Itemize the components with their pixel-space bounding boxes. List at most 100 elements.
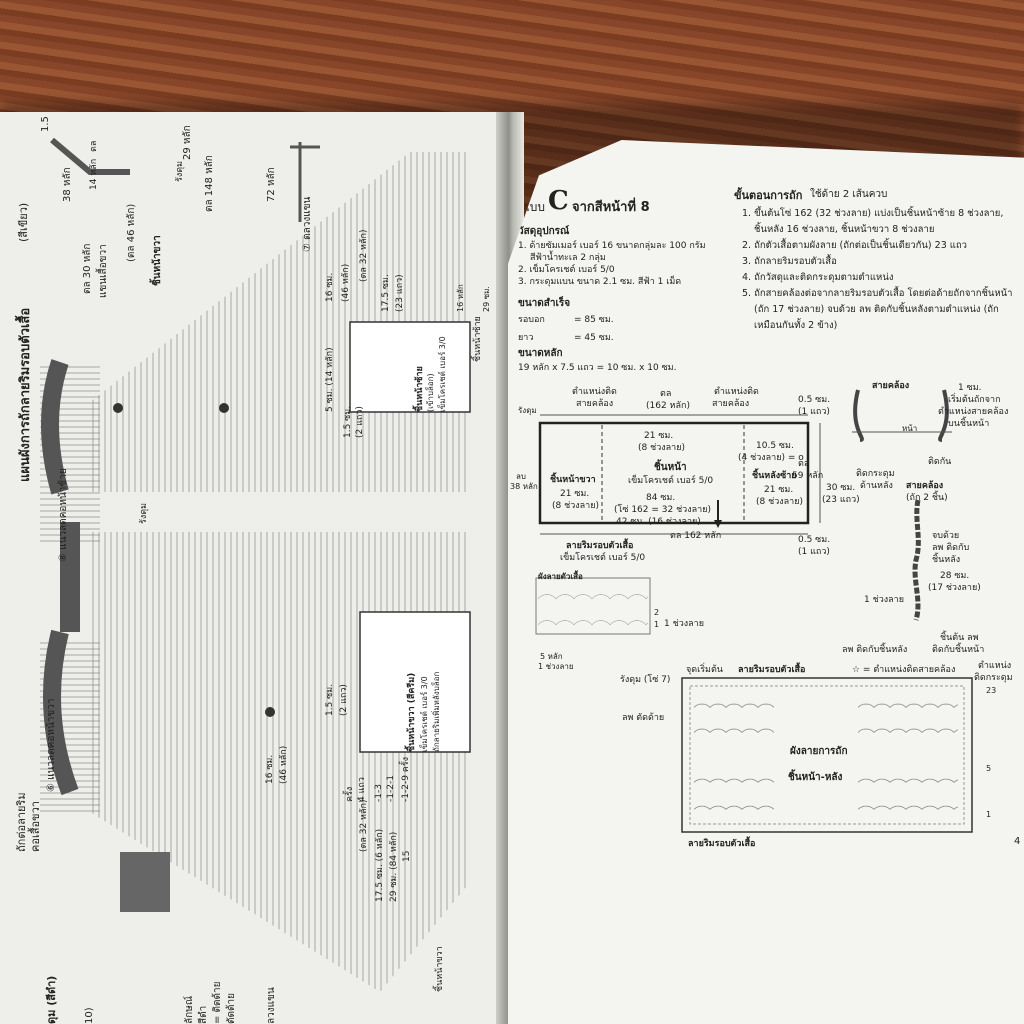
strap-loop-right: [938, 389, 949, 442]
bottom-left-e: = ติดด้าย: [212, 981, 223, 1024]
lower-panel-line2: ถักลายริมเพิ่มหลังบล็อก: [432, 671, 441, 752]
inset-dim-15: 1.5: [40, 116, 51, 132]
schem-h1: 30 ซม.: [826, 483, 856, 493]
strap-title-1: สายคล้อง: [872, 381, 910, 391]
upper-panel-box: [349, 321, 471, 413]
lower-panel-m9: -1-3: [374, 784, 384, 802]
lower-panel-m10: -1-2-1: [386, 775, 396, 802]
swatch-row1: 1: [654, 620, 660, 629]
chart-row5: 5: [986, 764, 992, 773]
schem-h2: (23 แถว): [822, 495, 860, 505]
schem-dim-bot-2: (1 แถว): [798, 547, 830, 557]
strap-front: หน้า: [902, 424, 918, 433]
lower-panel-m6: 17.5 ซม. (6 หลัก): [375, 828, 385, 902]
inset-label-148: ตล 148 หลัก: [204, 155, 215, 212]
lower-panel-m8: 15: [402, 850, 412, 862]
header-rest: จากสีหน้าที่ 8: [572, 200, 650, 215]
schem-bl2: (8 ช่วงลาย): [756, 497, 804, 507]
schem-back-left: ชิ้นหลังซ้าย: [752, 471, 797, 481]
schem-ta-top-2: (162 หลัก): [646, 401, 690, 411]
left-page-title: แผนผังการถักลายริมรอบตัวเสื้อ: [18, 307, 33, 482]
inset-label-29: 29 หลัก: [182, 125, 193, 160]
front-right-label: ชิ้นหน้าขวา: [435, 946, 445, 992]
schematic-lines: [535, 389, 973, 833]
schem-strap-left-1: ตำแหน่งติด: [572, 387, 617, 397]
schem-c4: (4 ช่วงลาย) = o: [738, 453, 804, 463]
strap-s2: ลพ ติดกับ: [932, 543, 970, 553]
schem-rf1: 21 ซม.: [560, 489, 590, 499]
upper-panel-m1: 5 ซม. (14 หลัก): [325, 347, 335, 412]
upper-panel-m9: 16 หลัก: [456, 284, 465, 312]
size-title: ขนาดสำเร็จ: [518, 298, 571, 309]
left-page-outlines: [41, 137, 471, 912]
lower-panel-m5: (ตล 32 หลัก): [359, 799, 369, 852]
swatch-title: ผังลายตัวเสื้อ: [538, 572, 583, 581]
step-4: 4. ถักวัสดุและติดกระดุมตามตำแหน่ง: [742, 272, 894, 283]
swatch-left2: 1 ช่วงลาย: [538, 662, 574, 671]
neck-band-left-label: ⑧ แนวลดคอหน้าซ้าย: [58, 468, 69, 562]
strap-s8: ติดกับชิ้นหน้า: [932, 645, 985, 655]
steps-title: ขั้นตอนการถัก: [734, 189, 803, 202]
buttonhole-label: รังดุม: [139, 502, 149, 524]
bottom-left-c: ลักษณ์: [184, 995, 195, 1024]
strap-title-2-sub: (ถัก 2 ชิ้น): [906, 493, 948, 503]
step-1b: ชิ้นหลัง 16 ช่วงลาย, ชิ้นหน้าขวา 8 ช่วงล…: [754, 224, 935, 235]
step-5c: เหมือนกันทั้ง 2 ข้าง): [754, 320, 838, 331]
strap-attach: ติดกัน: [928, 457, 952, 467]
strap-btn-1: ติดกระดุม: [856, 469, 895, 479]
button-swatch: [120, 852, 170, 912]
lower-panel-m11: -1-2-9 ครั้ง: [401, 756, 411, 802]
schem-w2: (โซ่ 162 = 32 ช่วงลาย): [614, 505, 711, 515]
step-5b: (ถัก 17 ช่วงลาย) จบด้วย ลพ ติดกับชิ้นหลั…: [754, 304, 999, 315]
strap-s5: (17 ช่วงลาย): [928, 583, 981, 593]
schem-left-2: 38 หลัก: [510, 482, 538, 491]
upper-panel-line1: เข็มโครเชต์ เบอร์ 3/0: [438, 336, 447, 412]
inset-front-right: ชิ้นหน้าขวา: [152, 235, 163, 286]
upper-panel-m3: (2 แถว): [355, 406, 365, 438]
chart-row1: 1: [986, 810, 992, 819]
schem-edge-sub: เข็มโครเชต์ เบอร์ 5/0: [560, 553, 646, 563]
size-value-1: = 45 ซม.: [574, 333, 614, 343]
upper-panel-m5: (46 หลัก): [341, 263, 351, 302]
chart-row23: 23: [986, 686, 997, 695]
lower-panel-m2: (46 หลัก): [279, 745, 289, 784]
neck-band-right-shape: [43, 629, 79, 796]
chart-title: ผังลายการถัก: [790, 746, 848, 757]
schem-dim-bot-1: 0.5 ซม.: [798, 535, 831, 545]
chart-lp: ลพ ตัดด้าย: [622, 713, 665, 723]
schem-bl1: 21 ซม.: [764, 485, 794, 495]
lower-panel-m4: (2 แถว): [339, 684, 349, 716]
bottom-left-d: สีดำ: [198, 1005, 209, 1024]
schem-strap-left-2: สายคล้อง: [576, 399, 614, 409]
schem-buttonhole: รังดุม: [518, 406, 537, 415]
strap-n2: เริ่มต้นถักจาก: [948, 395, 1001, 405]
chart-pattern-tr: [858, 690, 958, 740]
strap-chain: [912, 499, 921, 621]
schem-edge: ลายริมรอบตัวเสื้อ: [566, 541, 634, 551]
chart-btn-2: ติดกระดุม: [974, 673, 1013, 683]
left-page: แผนผังการถักลายริมรอบตัวเสื้อ (สีเขียว) …: [0, 112, 520, 1024]
strap-n1: 1 ซม.: [958, 383, 982, 393]
chart-edge-bottom: ลายริมรอบตัวเสื้อ: [688, 839, 756, 849]
strap-s1: จบด้วย: [932, 531, 960, 541]
step-3: 3. ถักลายริมรอบตัวเสื้อ: [742, 256, 837, 267]
steps-title-suffix: ใช้ด้าย 2 เส้นควบ: [810, 189, 888, 200]
swatch-left1: 5 หลัก: [540, 652, 563, 661]
size-label-1: ยาว: [518, 333, 534, 343]
gauge-text: 19 หลัก x 7.5 แถว = 10 ซม. x 10 ซม.: [518, 363, 677, 373]
strap-s9: ลพ ติดกับชิ้นหลัง: [842, 645, 908, 655]
swatch-repeat: 1 ช่วงลาย: [664, 619, 704, 629]
right-page: แบบ C จากสีหน้าที่ 8 วัสดุอุปกรณ์ 1. ด้า…: [508, 140, 1024, 1024]
chart-buttonhole: รังดุม (โซ่ 7): [620, 675, 671, 685]
strap-loop-left: [853, 389, 864, 442]
upper-panel-m6: (ตล 32 หลัก): [359, 229, 369, 282]
schem-front-sub: เข็มโครเชต์ เบอร์ 5/0: [628, 476, 714, 486]
lower-panel-m3: 1.5 ซม.: [325, 683, 335, 716]
schem-dim-top-1: 0.5 ซม.: [798, 395, 831, 405]
schem-c2: (8 ช่วงลาย): [638, 443, 686, 453]
strap-s4: 28 ซม.: [940, 571, 970, 581]
upper-panel-m8: (23 แถว): [395, 274, 405, 312]
header-letter: C: [548, 186, 569, 216]
schem-ta-top: ตล: [660, 389, 672, 399]
strap-s3: ชิ้นหลัง: [932, 555, 961, 565]
